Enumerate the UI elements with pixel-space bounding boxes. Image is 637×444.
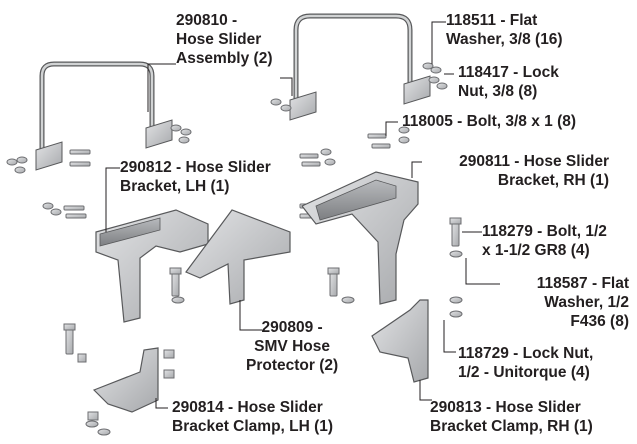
hardware-12-group — [63, 217, 463, 436]
hose-slider-assembly-right — [289, 13, 431, 121]
label-hose-slider-assembly: 290810 - Hose Slider Assembly (2) — [176, 12, 273, 67]
label-smv-hose-protector: 290809 - SMV Hose Protector (2) — [246, 319, 339, 374]
label-bracket-rh: 290811 - Hose Slider Bracket, RH (1) — [459, 153, 609, 189]
label-bracket-lh: 290812 - Hose Slider Bracket, LH (1) — [120, 159, 271, 195]
hose-slider-assembly-left — [35, 61, 173, 171]
smv-hose-protector — [185, 209, 291, 305]
bracket-clamp-rh — [371, 299, 429, 383]
label-lock-nut-12: 118729 - Lock Nut, 1/2 - Unitorque (4) — [458, 345, 594, 381]
bracket-clamp-lh — [92, 347, 159, 413]
leader-lines — [105, 21, 500, 409]
label-bolt-12: 118279 - Bolt, 1/2 x 1-1/2 GR8 (4) — [482, 223, 607, 259]
label-bracket-clamp-lh: 290814 - Hose Slider Bracket Clamp, LH (… — [172, 399, 334, 435]
hose-slider-bracket-rh — [301, 171, 419, 305]
hose-slider-bracket-lh — [95, 209, 209, 323]
label-flat-washer-12: 118587 - Flat Washer, 1/2 F436 (8) — [536, 275, 629, 330]
label-flat-washer-38: 118511 - Flat Washer, 3/8 (16) — [446, 12, 563, 48]
label-bolt-38: 118005 - Bolt, 3/8 x 1 (8) — [402, 113, 577, 130]
label-bracket-clamp-rh: 290813 - Hose Slider Bracket Clamp, RH (… — [430, 399, 593, 435]
label-lock-nut-38: 118417 - Lock Nut, 3/8 (8) — [458, 64, 559, 100]
